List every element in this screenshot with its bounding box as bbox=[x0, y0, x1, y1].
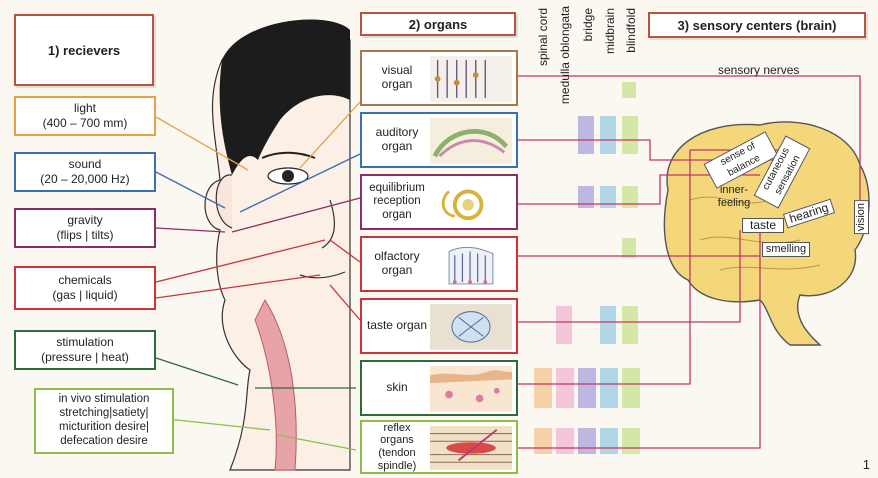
brain-label-inner-feeling: inner-feeling bbox=[712, 184, 756, 210]
page-number: 1 bbox=[863, 457, 870, 472]
organ-taste: taste organ bbox=[360, 298, 518, 354]
organ-visual-label: visual organ bbox=[366, 52, 428, 104]
organ-equilibrium: equilibrium reception organ bbox=[360, 174, 518, 230]
olfactory-illustration bbox=[430, 242, 512, 288]
receiver-in-vivo: in vivo stimulation stretching|satiety| … bbox=[34, 388, 174, 454]
receiver-gravity: gravity (flips | tilts) bbox=[14, 208, 156, 248]
organ-taste-label: taste organ bbox=[366, 300, 428, 352]
receiver-stimulation-detail: (pressure | heat) bbox=[41, 350, 129, 365]
header-sensory-centers: 3) sensory centers (brain) bbox=[648, 12, 866, 38]
taste-bud-illustration bbox=[430, 304, 512, 350]
receiver-chemicals: chemicals (gas | liquid) bbox=[14, 266, 156, 310]
brain-label-vision: vision bbox=[854, 200, 869, 234]
sensory-nerves-label: sensory nerves bbox=[718, 63, 799, 77]
receiver-sound-name: sound bbox=[69, 157, 102, 172]
column-blindfold: blindfold bbox=[624, 8, 638, 53]
header-organs: 2) organs bbox=[360, 12, 516, 36]
receiver-light: light (400 – 700 mm) bbox=[14, 96, 156, 136]
column-midbrain: midbrain bbox=[603, 8, 617, 54]
header-receivers: 1) recievers bbox=[14, 14, 154, 86]
receiver-in-vivo-line-3: micturition desire| bbox=[59, 421, 149, 435]
receiver-in-vivo-line-4: defecation desire bbox=[60, 435, 148, 449]
organ-auditory-label: auditory organ bbox=[366, 114, 428, 166]
tendon-spindle-illustration bbox=[430, 426, 512, 470]
receiver-sound: sound (20 – 20,000 Hz) bbox=[14, 152, 156, 192]
receiver-light-range: (400 – 700 mm) bbox=[43, 116, 128, 131]
receiver-gravity-detail: (flips | tilts) bbox=[56, 228, 113, 243]
pathway-grid bbox=[534, 82, 640, 454]
receiver-light-name: light bbox=[74, 101, 96, 116]
organ-olfactory-label: olfactory organ bbox=[366, 238, 428, 290]
receiver-stimulation-name: stimulation bbox=[56, 335, 113, 350]
inner-ear-illustration bbox=[430, 180, 512, 226]
organ-reflex-label: reflex organs (tendon spindle) bbox=[366, 422, 428, 472]
brain-label-smelling: smelling bbox=[762, 242, 810, 257]
retina-illustration bbox=[430, 56, 512, 102]
organ-visual: visual organ bbox=[360, 50, 518, 106]
receiver-chemicals-name: chemicals bbox=[58, 273, 111, 288]
receiver-sound-range: (20 – 20,000 Hz) bbox=[40, 172, 129, 187]
skin-illustration bbox=[430, 366, 512, 412]
receiver-in-vivo-line-2: stretching|satiety| bbox=[59, 407, 148, 421]
receiver-gravity-name: gravity bbox=[67, 213, 102, 228]
organ-reflex: reflex organs (tendon spindle) bbox=[360, 420, 518, 474]
cochlea-illustration bbox=[430, 118, 512, 164]
column-spinal-cord: spinal cord bbox=[536, 8, 550, 66]
organ-skin-label: skin bbox=[366, 362, 428, 414]
organ-equilibrium-label: equilibrium reception organ bbox=[366, 176, 428, 228]
receiver-chemicals-detail: (gas | liquid) bbox=[52, 288, 117, 303]
receiver-stimulation: stimulation (pressure | heat) bbox=[14, 330, 156, 370]
brain-label-taste: taste bbox=[742, 218, 784, 233]
column-medulla-oblongata: medulla oblongata bbox=[558, 6, 572, 104]
receiver-in-vivo-line-1: in vivo stimulation bbox=[59, 393, 150, 407]
column-bridge: bridge bbox=[581, 8, 595, 41]
organ-olfactory: olfactory organ bbox=[360, 236, 518, 292]
organ-auditory: auditory organ bbox=[360, 112, 518, 168]
organ-skin: skin bbox=[360, 360, 518, 416]
